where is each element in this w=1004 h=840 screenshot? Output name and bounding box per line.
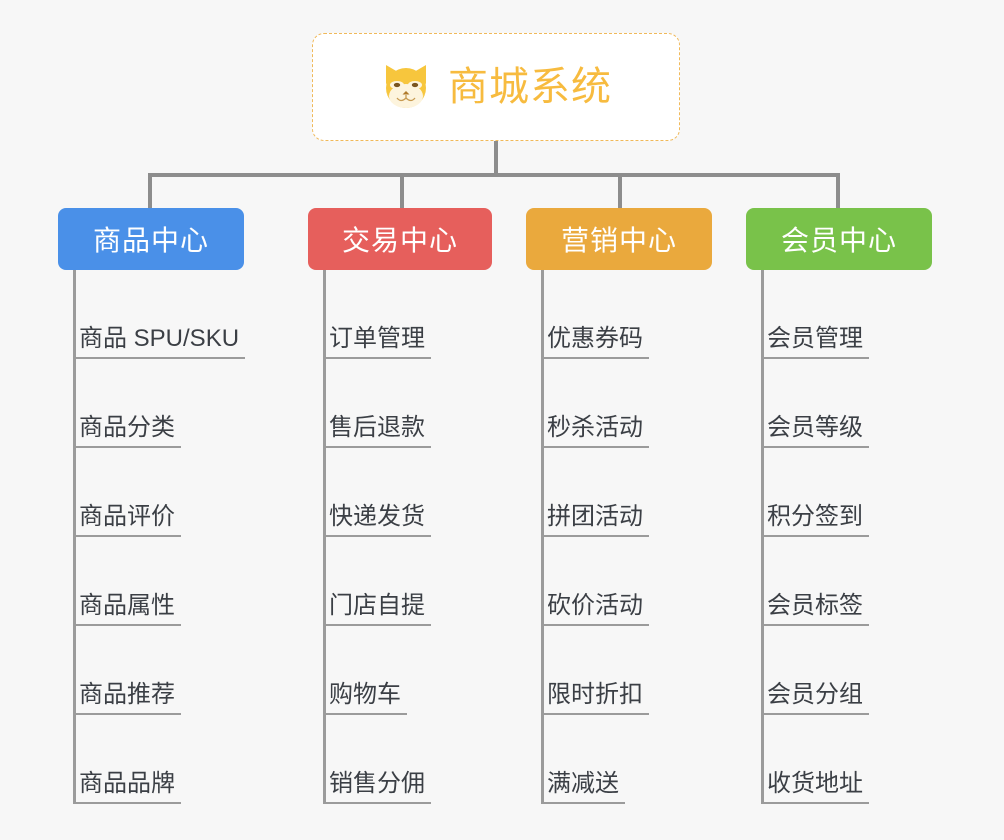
- leaf-item[interactable]: 门店自提: [323, 537, 431, 626]
- category-header-trade-center[interactable]: 交易中心: [308, 208, 492, 270]
- leaf-item[interactable]: 快递发货: [323, 448, 431, 537]
- connector-horizontal-bus: [148, 173, 840, 177]
- category-label: 营销中心: [560, 225, 677, 256]
- leaf-item[interactable]: 商品品牌: [73, 715, 245, 804]
- leaf-item[interactable]: 满减送: [541, 715, 649, 804]
- leaf-item-label: 限时折扣: [541, 682, 649, 715]
- branch-column-trade-center: 交易中心 订单管理售后退款快递发货门店自提购物车销售分佣: [308, 208, 492, 804]
- leaf-item-label: 优惠券码: [541, 326, 649, 359]
- leaf-item-label: 砍价活动: [541, 593, 649, 626]
- leaf-item-label: 销售分佣: [323, 771, 431, 804]
- leaf-item-label: 会员等级: [761, 415, 869, 448]
- leaf-item[interactable]: 会员标签: [761, 537, 869, 626]
- shiba-dog-icon: [386, 65, 426, 108]
- leaf-list-member-center: 会员管理会员等级积分签到会员标签会员分组收货地址: [761, 270, 869, 804]
- leaf-item-label: 收货地址: [761, 771, 869, 804]
- leaf-item[interactable]: 限时折扣: [541, 626, 649, 715]
- leaf-item[interactable]: 商品分类: [73, 359, 245, 448]
- leaf-item-label: 会员分组: [761, 682, 869, 715]
- branch-spine: [541, 270, 544, 804]
- leaf-list-product-center: 商品 SPU/SKU 商品分类商品评价商品属性商品推荐商品品牌: [73, 270, 246, 804]
- leaf-item[interactable]: 商品属性: [73, 537, 245, 626]
- leaf-item[interactable]: 商品 SPU/SKU: [73, 270, 246, 359]
- leaf-item-label: 满减送: [541, 771, 625, 804]
- branch-column-member-center: 会员中心 会员管理会员等级积分签到会员标签会员分组收货地址: [746, 208, 932, 804]
- connector-drop-3: [618, 173, 622, 209]
- leaf-item-label: 商品 SPU/SKU: [73, 326, 246, 359]
- leaf-item[interactable]: 售后退款: [323, 359, 431, 448]
- leaf-list-marketing-center: 优惠券码秒杀活动拼团活动砍价活动限时折扣满减送: [541, 270, 649, 804]
- leaf-item[interactable]: 秒杀活动: [541, 359, 649, 448]
- leaf-item[interactable]: 砍价活动: [541, 537, 649, 626]
- leaf-item-label: 积分签到: [761, 504, 869, 537]
- root-node[interactable]: 商城系统: [312, 33, 680, 141]
- leaf-item[interactable]: 销售分佣: [323, 715, 431, 804]
- leaf-item-label: 商品品牌: [73, 771, 181, 804]
- leaf-item[interactable]: 收货地址: [761, 715, 869, 804]
- leaf-item[interactable]: 优惠券码: [541, 270, 649, 359]
- leaf-item[interactable]: 购物车: [323, 626, 431, 715]
- branch-spine: [761, 270, 764, 804]
- leaf-item-label: 售后退款: [323, 415, 431, 448]
- category-label: 商品中心: [92, 225, 209, 256]
- category-header-marketing-center[interactable]: 营销中心: [526, 208, 712, 270]
- leaf-item[interactable]: 拼团活动: [541, 448, 649, 537]
- branch-spine: [73, 270, 76, 804]
- leaf-item-label: 会员标签: [761, 593, 869, 626]
- leaf-item-label: 拼团活动: [541, 504, 649, 537]
- leaf-item[interactable]: 商品推荐: [73, 626, 245, 715]
- branch-spine: [323, 270, 326, 804]
- leaf-item-label: 商品属性: [73, 593, 181, 626]
- leaf-item[interactable]: 积分签到: [761, 448, 869, 537]
- leaf-item[interactable]: 商品评价: [73, 448, 245, 537]
- leaf-item-label: 门店自提: [323, 593, 431, 626]
- leaf-item-label: 商品评价: [73, 504, 181, 537]
- category-header-member-center[interactable]: 会员中心: [746, 208, 932, 270]
- leaf-item[interactable]: 会员分组: [761, 626, 869, 715]
- leaf-item-label: 订单管理: [323, 326, 431, 359]
- category-label: 会员中心: [780, 225, 897, 256]
- connector-drop-2: [400, 173, 404, 209]
- leaf-item-label: 秒杀活动: [541, 415, 649, 448]
- leaf-item-label: 会员管理: [761, 326, 869, 359]
- leaf-list-trade-center: 订单管理售后退款快递发货门店自提购物车销售分佣: [323, 270, 431, 804]
- leaf-item-label: 购物车: [323, 682, 407, 715]
- connector-drop-1: [148, 173, 152, 209]
- root-title: 商城系统: [448, 65, 612, 109]
- leaf-item[interactable]: 订单管理: [323, 270, 431, 359]
- category-label: 交易中心: [341, 225, 458, 256]
- connector-drop-4: [836, 173, 840, 209]
- leaf-item-label: 商品推荐: [73, 682, 181, 715]
- branch-column-product-center: 商品中心 商品 SPU/SKU 商品分类商品评价商品属性商品推荐商品品牌: [58, 208, 246, 804]
- leaf-item[interactable]: 会员等级: [761, 359, 869, 448]
- category-header-product-center[interactable]: 商品中心: [58, 208, 244, 270]
- branch-column-marketing-center: 营销中心 优惠券码秒杀活动拼团活动砍价活动限时折扣满减送: [526, 208, 712, 804]
- leaf-item-label: 快递发货: [323, 504, 431, 537]
- leaf-item-label: 商品分类: [73, 415, 181, 448]
- connector-root-vertical: [494, 141, 498, 175]
- leaf-item[interactable]: 会员管理: [761, 270, 869, 359]
